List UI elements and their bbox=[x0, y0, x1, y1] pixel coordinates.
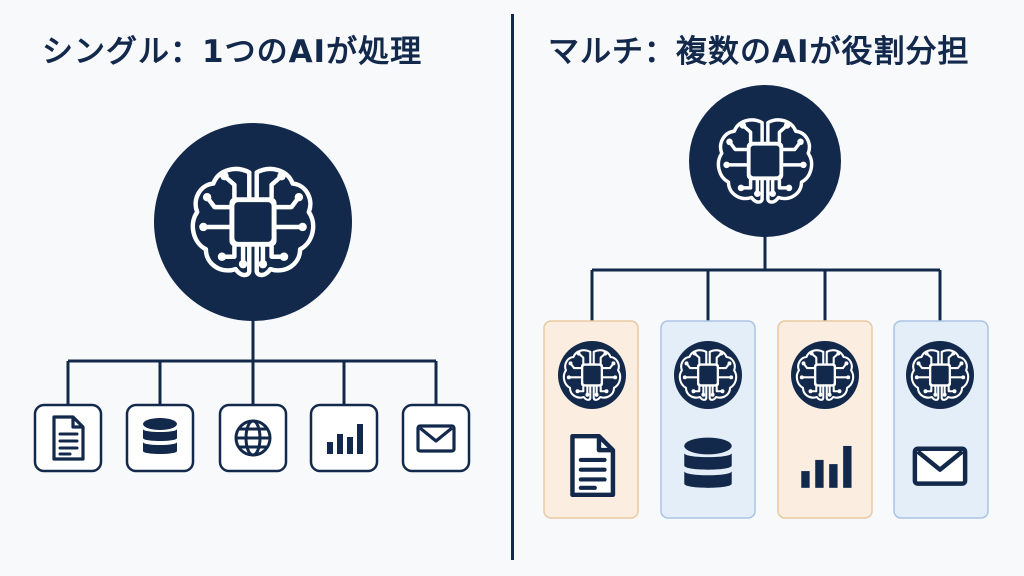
agent-ai-label: AI bbox=[702, 371, 713, 382]
multi-title: マルチ：複数のAIが役割分担 bbox=[548, 34, 970, 70]
tool-box-document bbox=[33, 403, 103, 473]
document-icon bbox=[52, 415, 85, 461]
document-icon bbox=[572, 436, 612, 495]
multi-ai-hub: AI bbox=[689, 85, 841, 237]
agent-ai-label: AI bbox=[819, 371, 830, 382]
single-ai-hub: AI bbox=[154, 123, 352, 321]
agent-ai-label: AI bbox=[586, 371, 597, 382]
tool-box-database bbox=[125, 403, 195, 473]
tool-box-chart bbox=[309, 403, 379, 473]
database-icon bbox=[684, 437, 732, 488]
tool-box-globe bbox=[218, 403, 288, 473]
single-title: シングル：1つのAIが処理 bbox=[42, 34, 423, 70]
agent-card-database: AI bbox=[660, 320, 756, 519]
database-icon bbox=[143, 418, 177, 454]
mail-icon bbox=[416, 424, 456, 453]
hub-ai-label: AI bbox=[756, 153, 774, 172]
tool-box-mail bbox=[401, 403, 471, 473]
agent-card-document: AI bbox=[543, 320, 639, 519]
mail-icon bbox=[915, 449, 965, 484]
agent-ai-label: AI bbox=[934, 371, 945, 382]
panel-divider bbox=[511, 14, 514, 560]
agent-card-chart: AI bbox=[777, 320, 873, 519]
multi-connectors bbox=[590, 235, 942, 322]
hub-ai-label: AI bbox=[242, 211, 265, 235]
agent-card-mail: AI bbox=[893, 320, 989, 519]
